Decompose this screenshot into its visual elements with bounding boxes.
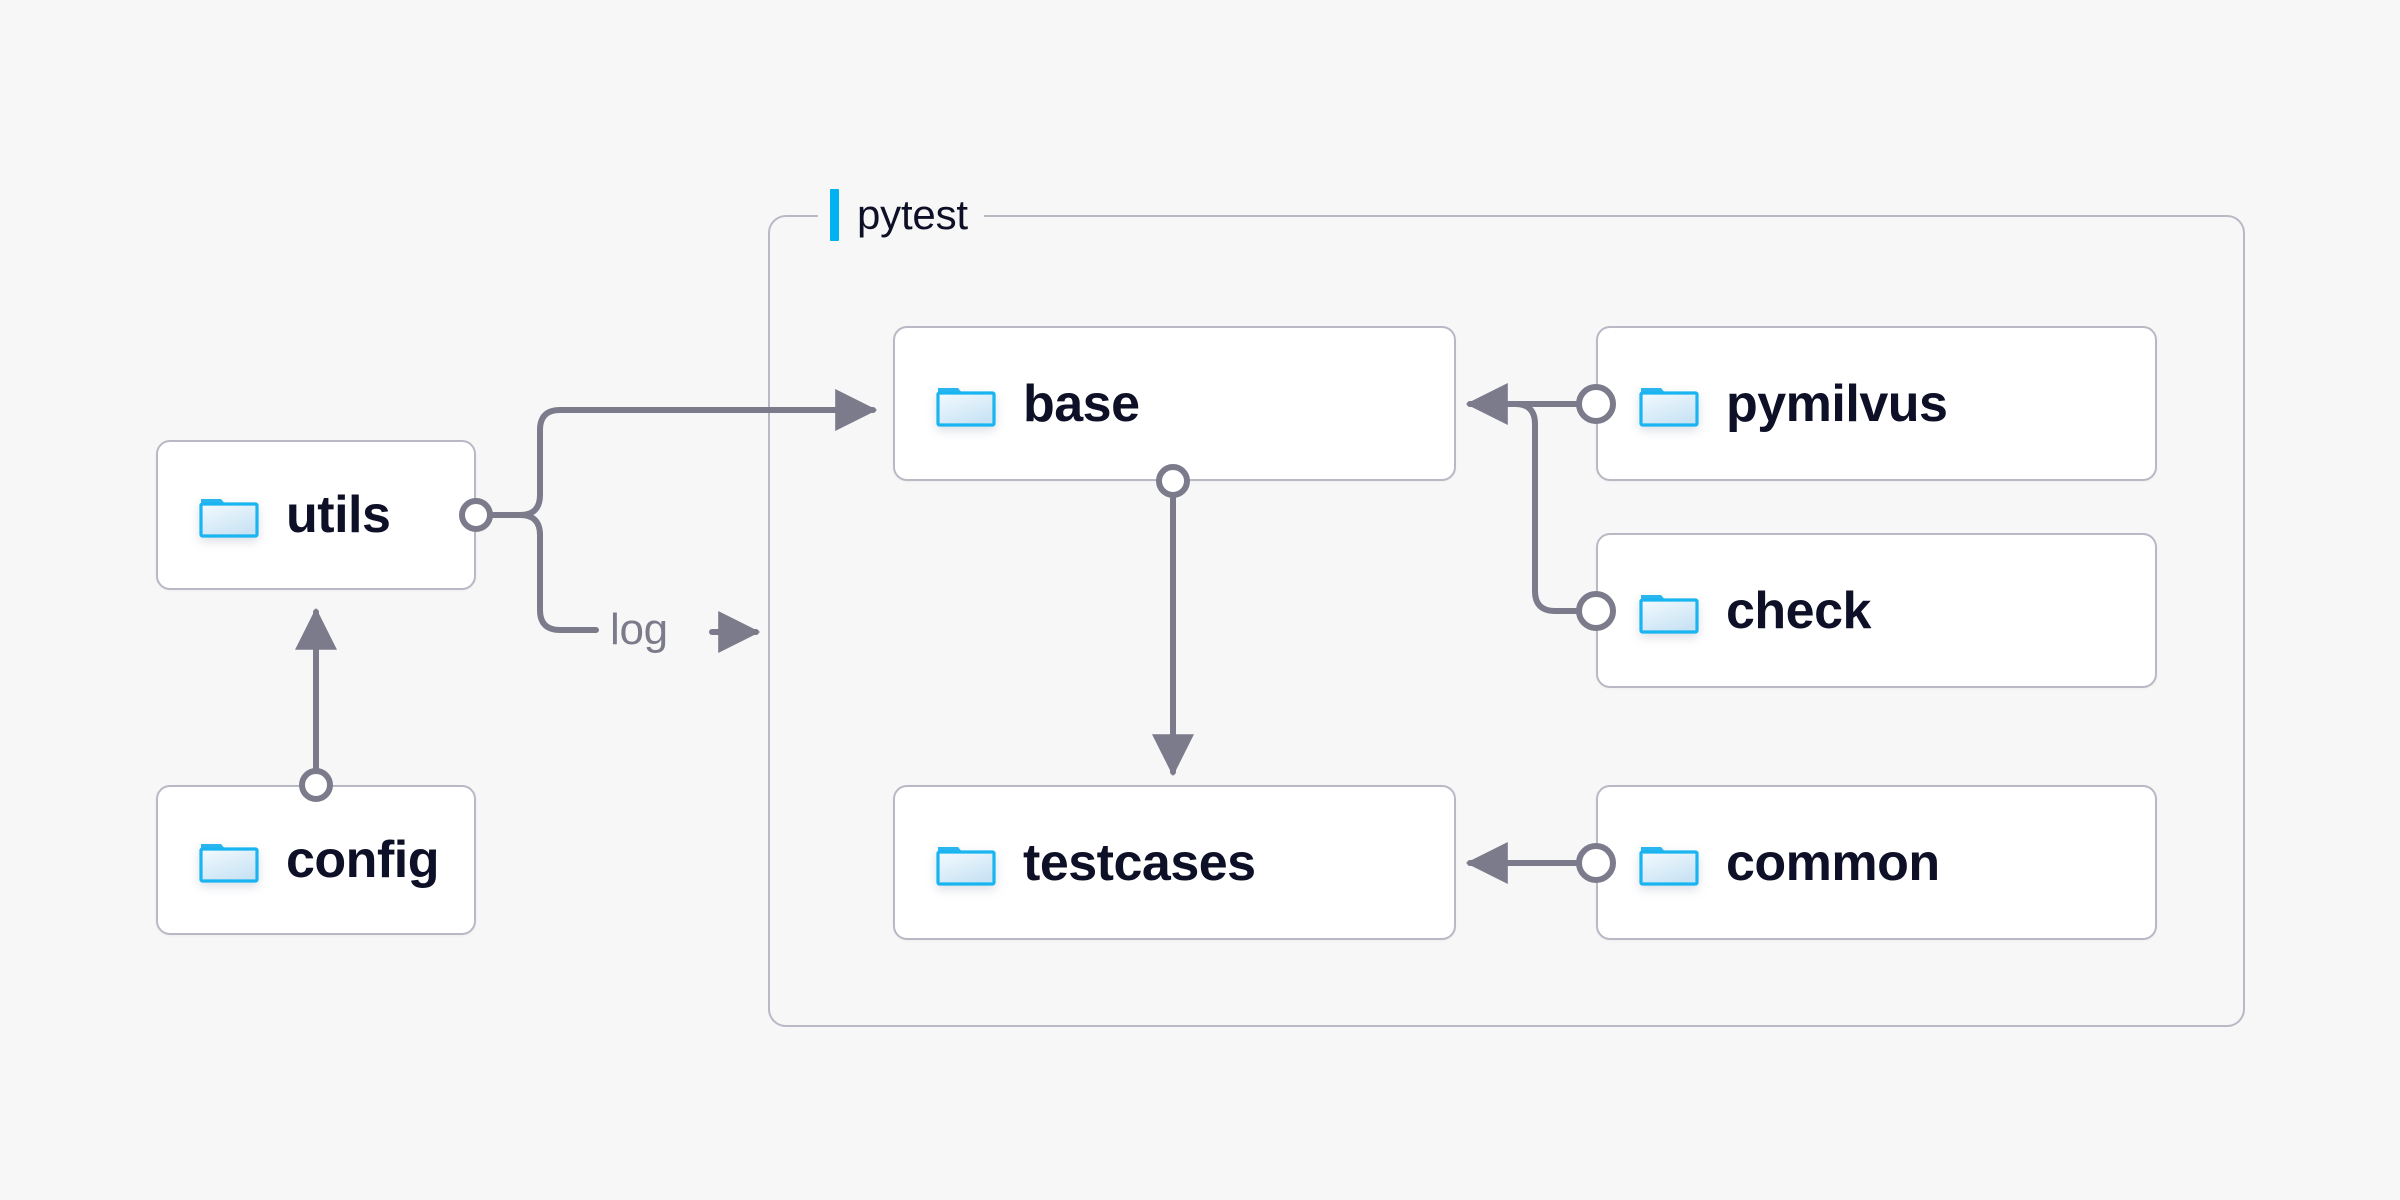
folder-icon xyxy=(1639,387,1699,427)
folder-icon xyxy=(936,387,996,427)
node-label: common xyxy=(1726,833,1940,892)
edge-utils-to-log[interactable] xyxy=(489,512,761,653)
connector-dot-utils-out[interactable] xyxy=(459,498,493,532)
folder-icon xyxy=(199,844,259,883)
group-container-pytest[interactable] xyxy=(768,215,2245,1027)
node-pymilvus[interactable]: pymilvus xyxy=(1596,326,2157,481)
node-label: pymilvus xyxy=(1726,374,1948,433)
connector-dot-base-out[interactable] xyxy=(1156,464,1190,498)
node-label: utils xyxy=(286,486,391,544)
node-label: check xyxy=(1726,581,1871,640)
folder-icon xyxy=(1639,594,1699,634)
node-label: testcases xyxy=(1023,833,1256,892)
node-common[interactable]: common xyxy=(1596,785,2157,940)
node-base[interactable]: base xyxy=(893,326,1456,481)
edge-check-to-base[interactable] xyxy=(1467,401,1579,614)
connector-dot-pymilvus-out[interactable] xyxy=(1576,384,1616,424)
group-accent-bar-icon xyxy=(830,189,839,241)
connector-dot-config-out[interactable] xyxy=(299,768,333,802)
group-label-pytest: pytest xyxy=(818,187,984,243)
node-testcases[interactable]: testcases xyxy=(893,785,1456,940)
node-label: config xyxy=(286,831,439,889)
node-utils[interactable]: utils xyxy=(156,440,476,590)
connector-dot-check-out[interactable] xyxy=(1576,591,1616,631)
group-title: pytest xyxy=(857,191,968,238)
edge-label-log: log xyxy=(600,606,678,654)
node-label: base xyxy=(1023,374,1140,433)
node-config[interactable]: config xyxy=(156,785,476,935)
folder-icon xyxy=(199,499,259,538)
folder-icon xyxy=(936,846,996,886)
connector-dot-common-out[interactable] xyxy=(1576,843,1616,883)
folder-icon xyxy=(1639,846,1699,886)
